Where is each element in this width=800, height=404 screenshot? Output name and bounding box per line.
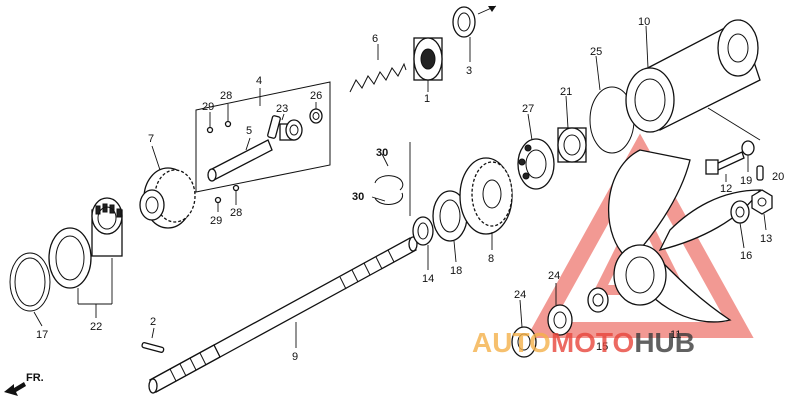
front-direction-marker: FR. — [4, 372, 44, 396]
part-22-bearing — [48, 197, 123, 289]
part-4-shift-assembly — [195, 81, 331, 204]
label-part-28-upper: 28 — [220, 90, 232, 102]
label-part-29-lower: 29 — [210, 215, 222, 227]
label-part-23: 23 — [276, 103, 288, 115]
label-part-30-upper: 30 — [376, 147, 388, 159]
part-21-needle-bearing — [557, 127, 587, 163]
label-part-7: 7 — [148, 133, 154, 145]
watermark-moto: MOTO — [551, 327, 634, 358]
label-part-4: 4 — [256, 75, 262, 87]
label-part-3: 3 — [466, 65, 472, 77]
part-18-shim — [432, 190, 468, 242]
watermark-hub: HUB — [634, 327, 695, 358]
label-part-19: 19 — [740, 175, 752, 187]
part-19-washer — [741, 140, 755, 156]
label-part-15: 15 — [596, 341, 608, 353]
part-8-bevel-gear — [459, 157, 513, 235]
label-part-5: 5 — [246, 125, 252, 137]
label-part-16: 16 — [740, 250, 752, 262]
part-24-spacer — [511, 304, 573, 358]
part-14-thrust-washer — [412, 216, 434, 246]
label-part-2: 2 — [150, 316, 156, 328]
label-part-10: 10 — [638, 16, 650, 28]
label-part-30-lower: 30 — [352, 191, 364, 203]
part-2-pin — [141, 342, 165, 353]
part-11-propeller — [607, 149, 762, 323]
svg-text:AUTOMOTOHUB: AUTOMOTOHUB — [472, 327, 695, 358]
part-10-bearing-holder — [625, 19, 761, 133]
label-part-29-upper: 29 — [202, 101, 214, 113]
part-1-dog-clutch — [413, 37, 443, 81]
watermark-auto: AUTO — [472, 327, 551, 358]
part-7-pinion-gear — [139, 167, 196, 229]
label-part-22: 22 — [90, 321, 102, 333]
label-part-17: 17 — [36, 329, 48, 341]
part-6-spring — [349, 62, 407, 93]
label-part-27: 27 — [522, 103, 534, 115]
label-part-21: 21 — [560, 86, 572, 98]
part-9-propeller-shaft — [148, 236, 418, 394]
label-part-12: 12 — [720, 183, 732, 195]
leader-lines — [33, 25, 767, 348]
part-3-collar — [452, 5, 497, 38]
label-part-25: 25 — [590, 46, 602, 58]
part-16-washer — [730, 200, 750, 224]
label-part-14: 14 — [422, 273, 434, 285]
label-part-9: 9 — [292, 351, 298, 363]
label-part-20: 20 — [772, 171, 784, 183]
part-30-clip — [374, 142, 411, 216]
part-12-bolt — [705, 151, 745, 175]
label-part-28-lower: 28 — [230, 207, 242, 219]
label-part-11: 11 — [670, 329, 681, 341]
watermark-text: AUTOMOTOHUB — [472, 327, 695, 358]
part-17-oring — [9, 252, 51, 312]
front-marker-label: FR. — [26, 372, 44, 384]
label-part-26: 26 — [310, 90, 322, 102]
part-27-ball-bearing — [517, 138, 555, 190]
callout-labels: 1 2 3 4 5 6 7 8 9 10 11 12 13 14 15 16 1… — [36, 16, 784, 363]
label-part-24-upper: 24 — [548, 270, 560, 282]
label-part-6: 6 — [372, 33, 378, 45]
part-13-nut — [751, 189, 773, 215]
label-part-13: 13 — [760, 233, 772, 245]
part-20-pin — [756, 165, 764, 181]
label-part-1: 1 — [424, 93, 430, 105]
label-part-24-lower: 24 — [514, 289, 526, 301]
label-part-8: 8 — [488, 253, 494, 265]
label-part-18: 18 — [450, 265, 462, 277]
part-15-washer — [587, 287, 609, 313]
